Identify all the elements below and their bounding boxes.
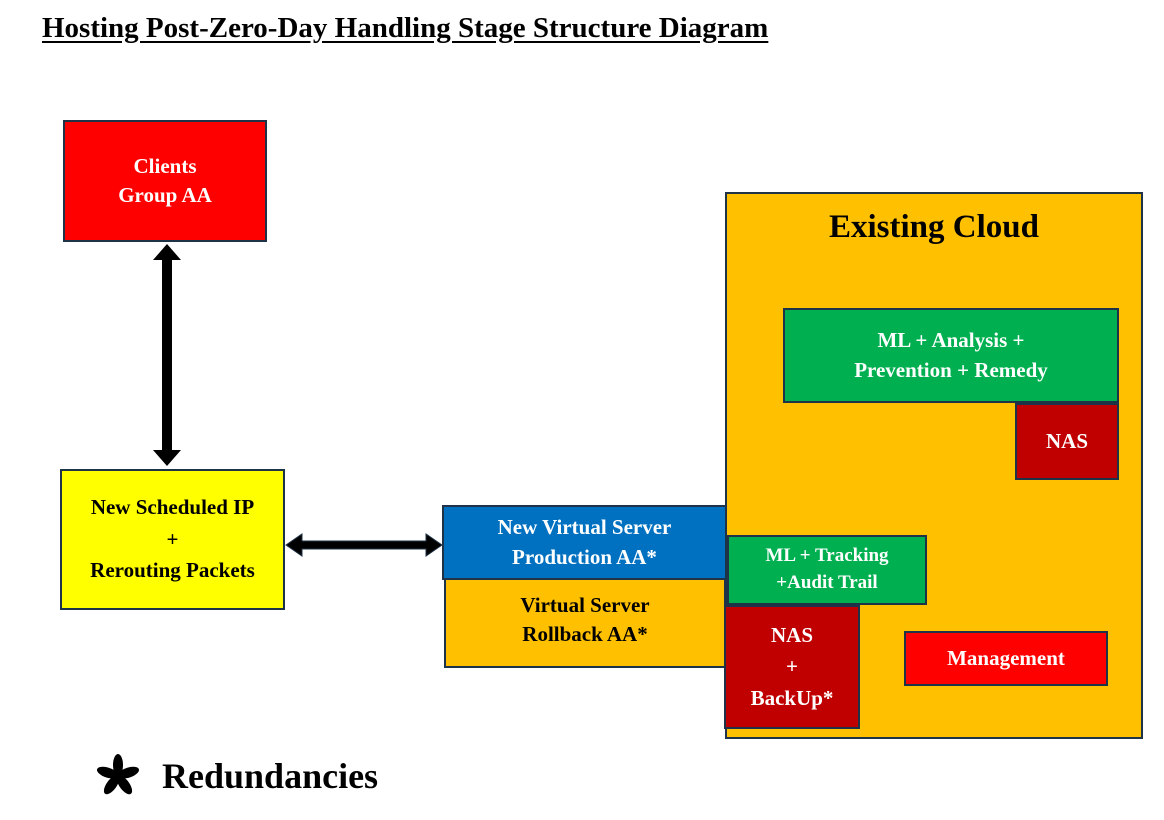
page-title: Hosting Post-Zero-Day Handling Stage Str… <box>42 12 769 44</box>
nas-box[interactable]: NAS <box>1015 403 1119 480</box>
tracking-line1: ML + Tracking <box>765 545 889 567</box>
double-arrow-vertical <box>153 244 181 466</box>
ml-analysis-line1: ML + Analysis + <box>877 328 1025 353</box>
legend-label: Redundancies <box>162 756 379 796</box>
new-scheduled-ip-box[interactable]: New Scheduled IP + Rerouting Packets <box>60 469 285 610</box>
new-ip-line2: + <box>166 526 179 551</box>
nas-backup-line3: BackUp* <box>750 685 834 710</box>
new-ip-line3: Rerouting Packets <box>90 558 255 583</box>
nas-label: NAS <box>1045 428 1088 453</box>
production-server-box[interactable]: New Virtual Server Production AA* <box>442 505 727 580</box>
tracking-line2: +Audit Trail <box>776 572 878 593</box>
production-line2: Production AA* <box>512 544 657 569</box>
clients-group-box[interactable]: Clients Group AA <box>63 120 267 242</box>
rollback-server-box[interactable]: Virtual Server Rollback AA* <box>444 576 726 668</box>
cloud-title: Existing Cloud <box>829 209 1039 245</box>
management-label: Management <box>947 645 1065 670</box>
clients-line1: Clients <box>133 153 197 178</box>
clients-line2: Group AA <box>118 183 212 207</box>
double-arrow-horizontal <box>285 533 443 557</box>
asterisk-icon <box>96 754 140 795</box>
rollback-line1: Virtual Server <box>520 592 650 617</box>
new-ip-line1: New Scheduled IP <box>90 495 255 520</box>
ml-analysis-line2: Prevention + Remedy <box>854 357 1048 382</box>
ml-analysis-box[interactable]: ML + Analysis + Prevention + Remedy <box>783 308 1119 403</box>
management-box[interactable]: Management <box>904 631 1108 686</box>
rollback-line2: Rollback AA* <box>522 622 648 646</box>
nas-backup-box[interactable]: NAS + BackUp* <box>724 605 860 729</box>
nas-backup-line2: + <box>786 654 798 679</box>
production-line1: New Virtual Server <box>497 515 672 540</box>
legend: Redundancies <box>96 748 378 804</box>
nas-backup-line1: NAS <box>770 622 813 647</box>
ml-tracking-box[interactable]: ML + Tracking +Audit Trail <box>727 535 927 605</box>
